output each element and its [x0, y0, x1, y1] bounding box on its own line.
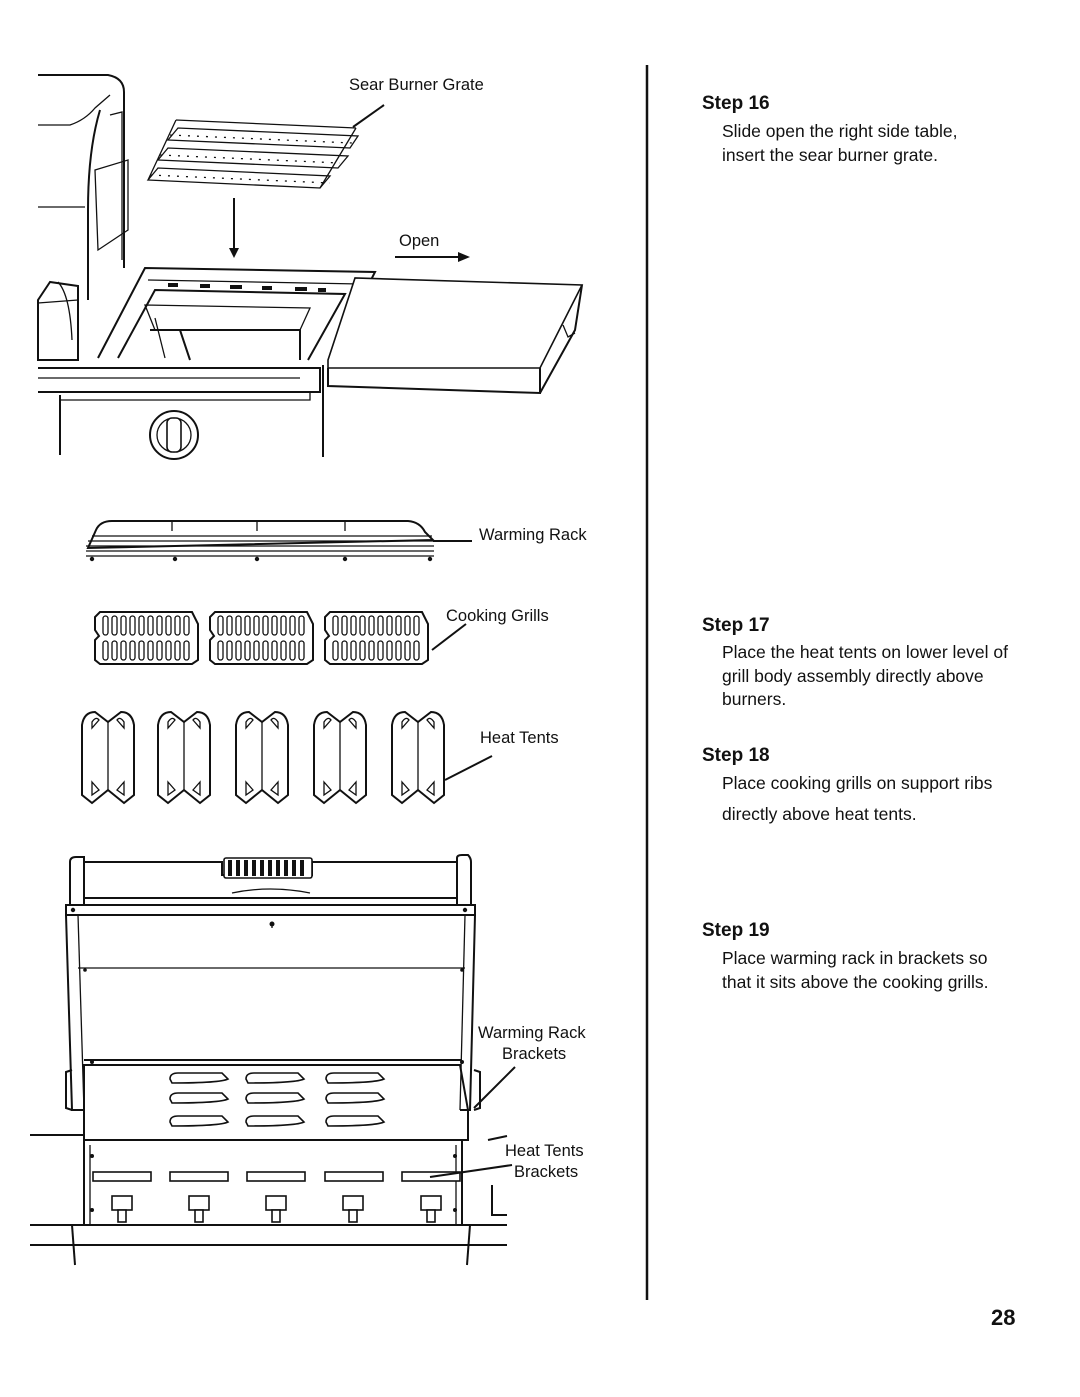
step-17-title: Step 17 [702, 615, 770, 636]
heat-tents-figure [81, 710, 493, 805]
step-18-text-line2: directly above heat tents. [722, 804, 917, 824]
sear-burner-grate-label: Sear Burner Grate [349, 76, 484, 94]
warming-rack-brackets-label-line2: Brackets [502, 1045, 567, 1063]
grill-body-figure [30, 854, 516, 1266]
warming-rack-label: Warming Rack [479, 526, 587, 544]
warming-rack-brackets-label-line1: Warming Rack [478, 1024, 586, 1042]
step-18-title: Step 18 [702, 745, 770, 766]
open-label: Open [399, 232, 440, 250]
cooking-grills-figure [94, 611, 467, 665]
step-19-title: Step 19 [702, 920, 770, 941]
heat-tents-brackets-label-line2: Brackets [514, 1163, 579, 1181]
step-16-text: Slide open the right side table, insert … [722, 121, 958, 165]
heat-tents-label: Heat Tents [480, 729, 559, 747]
heat-tents-brackets-label-line1: Heat Tents [505, 1142, 584, 1160]
step-16-title: Step 16 [702, 93, 770, 114]
step-19-text: Place warming rack in brackets so that i… [722, 948, 989, 992]
warming-rack-figure [86, 520, 472, 562]
step-17-text: Place the heat tents on lower level of g… [722, 642, 1009, 709]
sear-burner-figure [37, 74, 584, 460]
cooking-grills-label: Cooking Grills [446, 607, 549, 625]
step-18-text-line1: Place cooking grills on support ribs [722, 773, 993, 793]
page-number: 28 [991, 1305, 1016, 1330]
